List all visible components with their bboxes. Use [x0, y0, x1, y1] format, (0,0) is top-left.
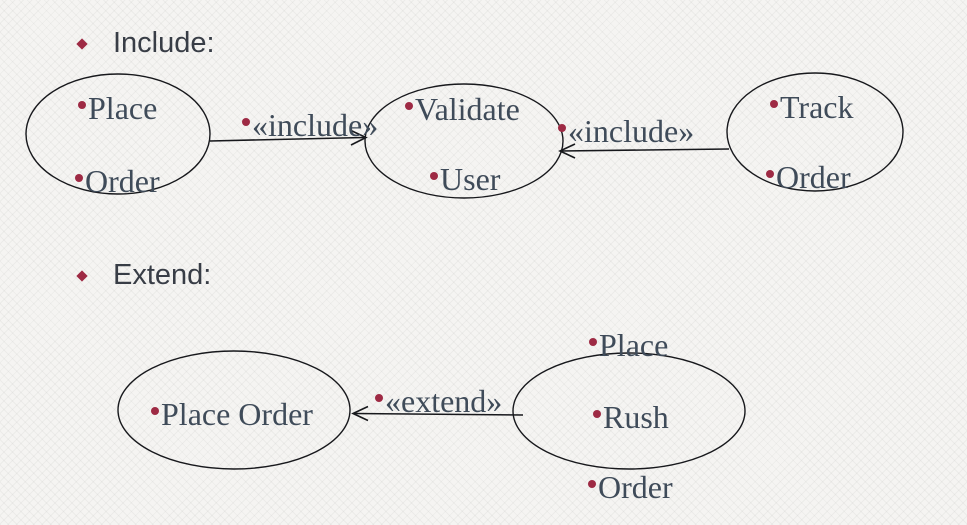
use-case-text-line: User	[430, 163, 500, 195]
use-case-label: Place	[599, 327, 669, 363]
bullet-icon	[430, 172, 438, 180]
connector-label-extend: «extend»	[375, 385, 502, 417]
include-arrow-2	[558, 143, 730, 159]
use-case-ellipse-validate-user	[364, 83, 564, 199]
use-case-text-line: Order	[588, 471, 673, 503]
stereotype-label: «include»	[568, 113, 695, 149]
use-case-ellipse-place-order	[25, 73, 211, 195]
connector-label-include-1: «include»	[242, 109, 378, 141]
bullet-icon	[589, 338, 597, 346]
bullet-icon	[588, 480, 596, 488]
bullet-icon	[558, 124, 566, 132]
bullet-icon	[75, 174, 83, 182]
heading-extend: Extend:	[75, 259, 212, 291]
bullet-icon	[770, 100, 778, 108]
use-case-text-line: Place	[78, 92, 157, 124]
use-case-label: User	[440, 161, 501, 197]
use-case-text-line: Place Order	[151, 398, 313, 430]
heading-label: Extend:	[113, 259, 212, 291]
use-case-text-line: Track	[770, 91, 853, 123]
connector-label-include-2: «include»	[558, 115, 694, 147]
use-case-ellipse-track-order	[726, 72, 904, 192]
use-case-text-line: Order	[766, 161, 851, 193]
diamond-bullet-icon	[75, 269, 88, 282]
arrowhead-icon	[351, 405, 369, 422]
bullet-icon	[242, 118, 250, 126]
use-case-text-line: Place	[589, 329, 668, 361]
use-case-text-line: Validate	[405, 93, 520, 125]
use-case-ellipse-place-rush-order	[512, 352, 746, 470]
bullet-icon	[78, 101, 86, 109]
use-case-label: Order	[598, 469, 673, 505]
bullet-icon	[405, 102, 413, 110]
use-case-label: Rush	[603, 399, 669, 435]
use-case-label: Validate	[415, 91, 520, 127]
stereotype-label: «include»	[252, 107, 379, 143]
extend-arrow	[351, 405, 524, 422]
bullet-icon	[375, 394, 383, 402]
heading-label: Include:	[113, 27, 215, 59]
arrowhead-icon	[350, 129, 368, 146]
use-case-label: Order	[776, 159, 851, 195]
bullet-icon	[593, 410, 601, 418]
bullet-icon	[151, 407, 159, 415]
use-case-ellipse-place-order-extend	[117, 350, 351, 470]
use-case-text-line: Rush	[593, 401, 669, 433]
arrowhead-icon	[558, 143, 576, 159]
diamond-bullet-icon	[75, 37, 88, 50]
use-case-label: Order	[85, 163, 160, 199]
stereotype-label: «extend»	[385, 383, 503, 419]
use-case-text-line: Order	[75, 165, 160, 197]
heading-include: Include:	[75, 27, 215, 59]
include-arrow-1	[209, 129, 368, 146]
use-case-label: Place	[88, 90, 158, 126]
bullet-icon	[766, 170, 774, 178]
use-case-label: Track	[780, 89, 854, 125]
use-case-label: Place Order	[161, 396, 313, 432]
